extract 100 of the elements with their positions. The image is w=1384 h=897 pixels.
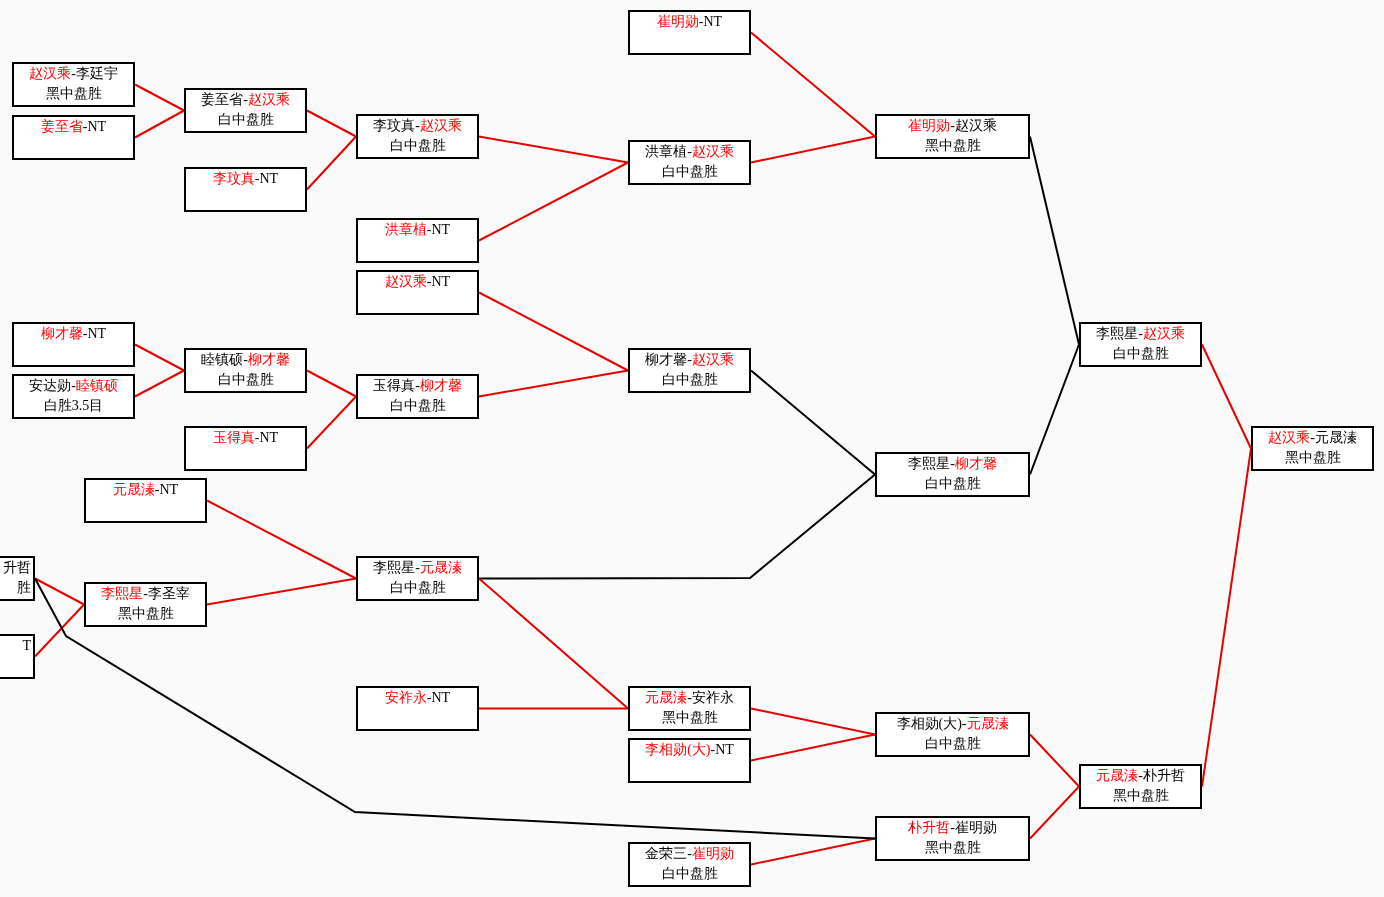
match-box: [628, 686, 751, 731]
bracket-line: [1029, 785, 1080, 840]
match-players: 李熙星-柳才馨: [908, 455, 997, 473]
bracket-line: [134, 83, 185, 112]
match-result: 黑中盘胜: [1112, 787, 1169, 805]
bracket-line: [306, 369, 357, 398]
bracket-line: [478, 707, 629, 710]
bracket-line: [206, 577, 357, 606]
match-box: [84, 478, 207, 523]
match-result: 黑中盘胜: [117, 605, 174, 623]
match-result: 黑中盘胜: [924, 137, 981, 155]
match-players: 姜至省-NT: [40, 118, 107, 136]
match-box: [875, 114, 1030, 159]
match-result: 黑中盘胜: [45, 85, 102, 103]
match-players: 安达勋-睦镇硕: [29, 377, 118, 395]
match-box: [184, 167, 307, 212]
match-result: 白胜3.5目: [43, 397, 104, 415]
match-players: 元晟溱-安祚永: [645, 689, 734, 707]
match-box: [1079, 764, 1202, 809]
match-box: [356, 374, 479, 419]
match-players: 赵汉乘-元晟溱: [1268, 429, 1357, 447]
match-players: 李熙星-李圣宰: [101, 585, 190, 603]
match-players: 崔明勋-赵汉乘: [908, 117, 997, 135]
bracket-line: [750, 31, 876, 138]
match-result: 胜: [17, 579, 31, 597]
match-box: [12, 62, 135, 107]
bracket-line: [34, 603, 85, 658]
match-players: 李熙星-元晟溱: [373, 559, 462, 577]
bracket-line: [306, 395, 357, 450]
bracket-line: [750, 707, 876, 736]
match-box: [356, 556, 479, 601]
match-box: [628, 348, 751, 393]
bracket-line: [750, 369, 876, 476]
match-result: 白中盘胜: [389, 397, 446, 415]
match-players: 柳才馨-赵汉乘: [645, 351, 734, 369]
match-players: 金荣三-崔明勋: [645, 845, 734, 863]
bracket-line: [478, 473, 876, 580]
bracket-line: [34, 577, 85, 606]
match-result: 白中盘胜: [217, 111, 274, 129]
match-players: 李玟真-NT: [212, 170, 279, 188]
match-players: 升哲: [3, 559, 31, 577]
bracket-line: [34, 577, 876, 840]
match-players: 玉得真-NT: [212, 429, 279, 447]
bracket-line: [478, 577, 629, 710]
match-result: 白中盘胜: [924, 735, 981, 753]
match-result: 白中盘胜: [661, 865, 718, 883]
match-box: [184, 88, 307, 133]
match-box: [12, 322, 135, 367]
match-players: 崔明勋-NT: [656, 13, 723, 31]
match-players: 李相勋(大)-NT: [645, 741, 734, 759]
match-result: 黑中盘胜: [1284, 449, 1341, 467]
bracket-line: [134, 109, 185, 139]
match-result: 白中盘胜: [389, 137, 446, 155]
match-players: 朴升哲-崔明勋: [908, 819, 997, 837]
match-players: 赵汉乘-李廷宇: [29, 65, 118, 83]
bracket-line: [750, 135, 876, 164]
match-box: [12, 115, 135, 160]
match-box: [0, 556, 35, 601]
match-box: [0, 634, 35, 679]
match-players: 洪章植-NT: [384, 221, 451, 239]
match-box: [184, 426, 307, 471]
match-players: 睦镇硕-柳才馨: [201, 351, 290, 369]
match-result: 白中盘胜: [661, 163, 718, 181]
bracket-line: [750, 837, 876, 866]
match-players: 李玟真-赵汉乘: [373, 117, 462, 135]
match-players: 元晟溱-NT: [112, 481, 179, 499]
bracket-line: [478, 161, 629, 242]
bracket-line: [750, 733, 876, 762]
bracket-line: [478, 369, 629, 398]
match-players: 元晟溱-朴升哲: [1096, 767, 1185, 785]
match-result: 白中盘胜: [661, 371, 718, 389]
bracket-line: [306, 135, 357, 191]
bracket-line: [478, 291, 629, 372]
match-players: 玉得真-柳才馨: [373, 377, 462, 395]
bracket-line: [306, 109, 357, 138]
match-players: 赵汉乘-NT: [384, 273, 451, 291]
match-box: [184, 348, 307, 393]
match-players: 李相勋(大)-元晟溱: [896, 715, 1009, 733]
match-result: 黑中盘胜: [661, 709, 718, 727]
match-box: [356, 686, 479, 731]
bracket-line: [134, 343, 185, 372]
match-box: [875, 816, 1030, 861]
match-box: [628, 140, 751, 185]
match-box: [1079, 322, 1202, 367]
match-box: [628, 738, 751, 783]
match-box: [356, 218, 479, 263]
match-box: [356, 270, 479, 315]
match-players: 李熙星-赵汉乘: [1096, 325, 1185, 343]
match-box: [875, 452, 1030, 497]
match-box: [356, 114, 479, 159]
match-players: 洪章植-赵汉乘: [645, 143, 734, 161]
match-box: [84, 582, 207, 627]
match-players: T: [22, 637, 31, 655]
bracket-line: [134, 369, 185, 398]
match-result: 黑中盘胜: [924, 839, 981, 857]
match-players: 姜至省-赵汉乘: [201, 91, 290, 109]
match-box: [12, 374, 135, 419]
match-result: 白中盘胜: [389, 579, 446, 597]
bracket-line: [478, 135, 629, 164]
match-result: 白中盘胜: [217, 371, 274, 389]
